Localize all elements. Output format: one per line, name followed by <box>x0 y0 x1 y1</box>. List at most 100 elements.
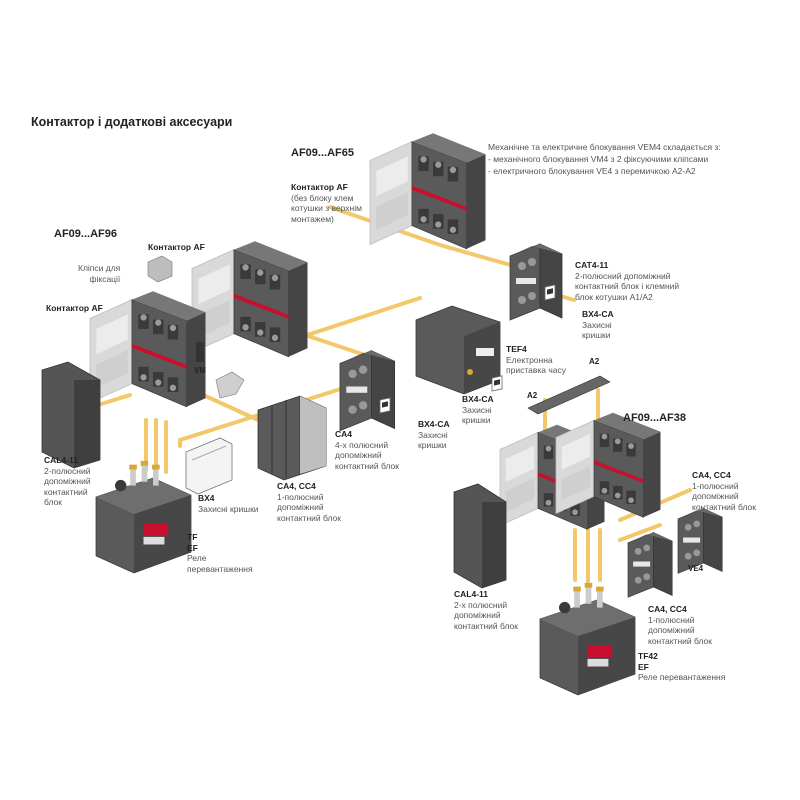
label-cal4-right: CAL4-11 2-х полюсний допоміжний контактн… <box>454 589 518 631</box>
label-desc-1: 1-полюсний <box>648 614 695 625</box>
series-af96: AF09...AF96 <box>54 228 117 240</box>
label-bx4ca-2: BX4-CA Захисні кришки <box>462 394 494 426</box>
label-cat4: CAT4-11 2-полюсний допоміжний контактний… <box>575 260 679 302</box>
label-desc-1: Захисні <box>462 404 492 415</box>
label-desc-3: монтажем) <box>291 213 334 224</box>
tef4-module <box>415 305 501 395</box>
label-desc-2: кришки <box>462 415 491 425</box>
label-desc-1: (без блоку клем <box>291 192 354 203</box>
label-name: TEF4 <box>506 344 527 354</box>
ca4-cc4-left-stack <box>257 395 327 481</box>
ca4-cc4-right-bottom <box>627 532 673 598</box>
label-ca4-cc4-right-bottom: CA4, CC4 1-полюсний допоміжний контактни… <box>648 604 712 646</box>
label-desc-2: фіксації <box>89 273 121 284</box>
label-desc-2: допоміжний <box>648 625 695 635</box>
cat4-11-block <box>509 243 563 321</box>
vm-interlock <box>196 342 204 362</box>
series-af65: AF09...AF65 <box>291 147 354 159</box>
label-bx4ca-3: BX4-CA Захисні кришки <box>418 419 450 451</box>
label-desc-2: допоміжний <box>692 491 739 501</box>
label-name: Контактор AF <box>291 182 348 192</box>
label-desc-1: Кліпси для <box>78 263 121 273</box>
series-af38: AF09...AF38 <box>623 412 686 424</box>
label-name: Контактор AF <box>46 303 103 313</box>
overload-relay-tf <box>95 460 192 574</box>
a2-jumper <box>527 375 611 415</box>
note-line-3: - електричного блокування VE4 з перемичк… <box>488 166 696 176</box>
label-name: CA4 <box>335 429 353 439</box>
label-desc-1: Реле перевантаження <box>638 672 726 682</box>
label-a2-top: A2 <box>589 357 600 366</box>
label-tf-ef-left: TF EF Реле перевантаження <box>187 532 253 574</box>
bx4-ca-cover-3 <box>379 397 391 414</box>
label-a2-left: A2 <box>527 391 538 400</box>
label-name: CAT4-11 <box>575 260 609 270</box>
label-desc-2: кришки <box>582 330 611 340</box>
label-desc-2: допоміжний <box>335 450 382 460</box>
label-name: CA4, CC4 <box>692 470 731 480</box>
contactor-af-mid <box>191 240 309 358</box>
label-bx4: BX4 Захисні кришки <box>198 493 259 514</box>
label-desc-2: допоміжний <box>44 476 91 486</box>
ca4-block <box>339 350 396 432</box>
cal4-11-right <box>453 483 507 589</box>
label-desc-2: котушки з верхнім <box>291 203 362 213</box>
label-desc-1: 2-х полюсний <box>454 599 508 610</box>
label-contactor-af-left: Контактор AF <box>46 303 103 314</box>
note-line-1: Механічне та електричне блокування VEM4 … <box>488 142 721 152</box>
label-name: Контактор AF <box>148 242 205 252</box>
label-desc-1: Захисні <box>582 319 612 330</box>
fixing-clips <box>147 255 245 399</box>
label-desc-1: Реле <box>187 553 207 563</box>
label-desc-2: контактний блок і клемний <box>575 281 680 291</box>
cal4-11-left <box>41 361 101 469</box>
label-vm: VM <box>194 366 206 375</box>
interlock-note: Механічне та електричне блокування VEM4 … <box>488 141 721 177</box>
label-tef4: TEF4 Електронна приставка часу <box>506 344 566 376</box>
contactor-af38-2 <box>555 412 661 518</box>
label-contactor-af-top: Контактор AF (без блоку клем котушки з в… <box>291 182 362 224</box>
label-name: BX4-CA <box>418 419 450 429</box>
label-ca4-cc4-right-top: CA4, CC4 1-полюсний допоміжний контактни… <box>692 470 756 512</box>
overload-relay-tf42 <box>539 582 636 696</box>
bx4-ca-cover-1 <box>544 284 556 301</box>
label-desc-3: контактний блок <box>454 620 519 631</box>
contactor-af65 <box>369 132 487 250</box>
label-name: CA4, CC4 <box>277 481 316 491</box>
label-desc-3: контактний блок <box>335 460 400 471</box>
label-name: CAL4-11 <box>454 589 489 599</box>
label-name-2: EF <box>638 661 649 672</box>
label-ve4: VE4 <box>688 564 704 573</box>
label-desc-1: 1-полюсний <box>277 491 324 502</box>
label-ca4-cc4-left: CA4, CC4 1-полюсний допоміжний контактни… <box>277 481 341 523</box>
label-name: BX4 <box>198 493 215 503</box>
label-desc-4: блок <box>44 497 62 507</box>
label-desc-2: допоміжний <box>454 610 501 620</box>
label-desc-1: 2-полюсний допоміжний <box>575 270 671 281</box>
label-desc-2: допоміжний <box>277 502 324 512</box>
label-ca4: CA4 4-х полюсний допоміжний контактний б… <box>335 429 399 471</box>
label-tf42: TF42 EF Реле перевантаження <box>638 651 725 683</box>
label-contactor-af-mid: Контактор AF <box>148 242 205 253</box>
label-desc-1: 4-х полюсний <box>335 439 389 450</box>
bx4-cover <box>185 437 233 495</box>
label-cal4-left: CAL4-11 2-полюсний допоміжний контактний… <box>44 455 91 508</box>
label-desc-3: контактний блок <box>277 512 342 523</box>
note-line-2: - механічного блокування VM4 з 2 фіксуюч… <box>488 154 709 164</box>
label-desc-1: Захисні <box>418 429 448 440</box>
label-desc-3: блок котушки A1/A2 <box>575 291 653 302</box>
label-desc-3: контактний <box>44 486 88 497</box>
label-name-2: EF <box>187 542 198 553</box>
label-name-1: TF <box>187 532 198 542</box>
label-desc-1: Електронна <box>506 354 553 365</box>
label-name: BX4-CA <box>582 309 614 319</box>
label-name: CA4, CC4 <box>648 604 687 614</box>
bx4-ca-cover-2 <box>491 375 503 392</box>
label-bx4ca-1: BX4-CA Захисні кришки <box>582 309 614 341</box>
label-clips: Кліпси для фіксації <box>78 263 120 284</box>
label-desc-1: Захисні кришки <box>198 503 259 514</box>
label-name: CAL4-11 <box>44 455 79 465</box>
label-desc-3: контактний блок <box>648 635 713 646</box>
